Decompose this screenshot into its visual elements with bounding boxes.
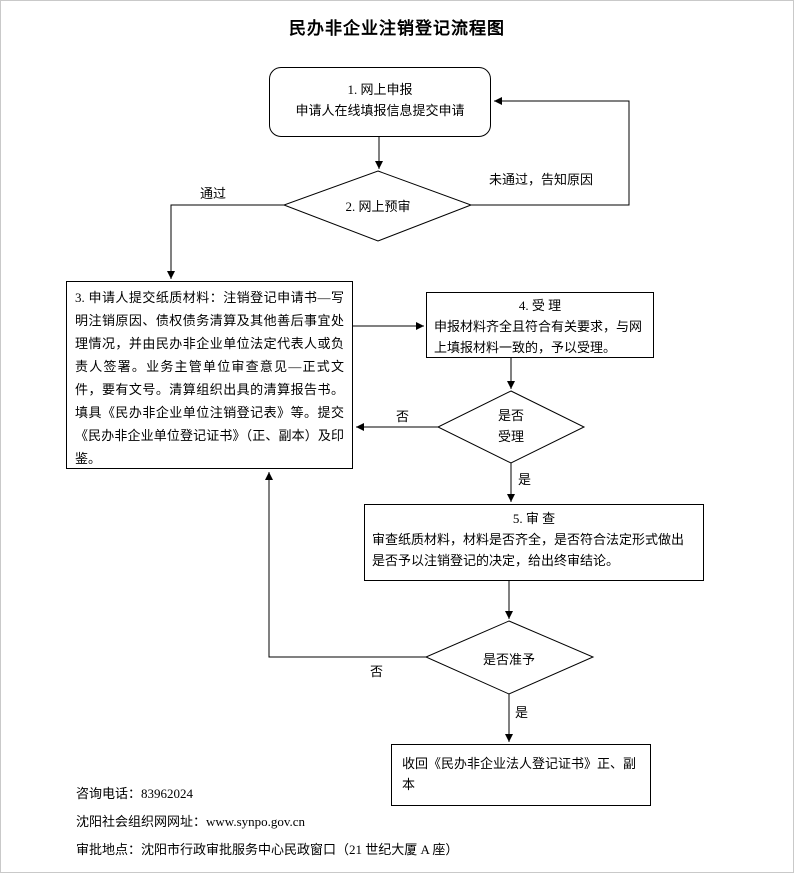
step4-body: 申报材料齐全且符合有关要求，与网上填报材料一致的，予以受理。 (434, 319, 643, 355)
edge-label-pass: 通过 (200, 186, 227, 201)
step5-review-node: 5. 审 查 审查纸质材料，材料是否齐全，是否符合法定形式做出是否予以注销登记的… (364, 504, 704, 581)
edge-label-approved: 是 (515, 705, 529, 720)
edge-label-fail: 未通过，告知原因 (489, 172, 594, 187)
step5-body: 审查纸质材料，材料是否齐全，是否符合法定形式做出是否予以注销登记的决定，给出终审… (372, 532, 685, 568)
accept-decision-line1: 是否 (497, 408, 524, 423)
edge-label-not-approved: 否 (370, 664, 384, 679)
edge-label-not-accepted: 否 (396, 409, 410, 424)
edge-pass-to-step3 (167, 204, 284, 279)
step4-title: 4. 受 理 (518, 298, 562, 313)
edge-fail-back-to-step1 (471, 97, 630, 206)
accept-decision-line2: 受理 (497, 429, 524, 444)
step1-online-declare-node: 1. 网上申报 申请人在线填报信息提交申请 (269, 67, 491, 137)
step1-title: 1. 网上申报 (347, 82, 413, 97)
edge-label-accepted: 是 (518, 472, 532, 487)
final-retrieve-node: 收回《民办非企业法人登记证书》正、副本 (391, 744, 651, 806)
footer-website: 沈阳社会组织网网址：www.synpo.gov.cn (76, 814, 306, 829)
approve-decision-label: 是否准予 (482, 652, 535, 667)
page-title: 民办非企业注销登记流程图 (289, 19, 505, 38)
step1-subtitle: 申请人在线填报信息提交申请 (295, 103, 465, 118)
prereview-diamond-label: 2. 网上预审 (345, 199, 411, 214)
step4-acceptance-node: 4. 受 理 申报材料齐全且符合有关要求，与网上填报材料一致的，予以受理。 (426, 292, 654, 358)
accept-decision-label: 是否 受理 (471, 405, 551, 447)
step5-title: 5. 审 查 (512, 511, 556, 526)
footer-location: 审批地点：沈阳市行政审批服务中心民政窗口（21 世纪大厦 A 座） (76, 842, 459, 857)
step3-paper-materials-node: 3. 申请人提交纸质材料：注销登记申请书—写明注销原因、债权债务清算及其他善后事… (66, 281, 353, 469)
footer-phone: 咨询电话：83962024 (76, 786, 194, 801)
